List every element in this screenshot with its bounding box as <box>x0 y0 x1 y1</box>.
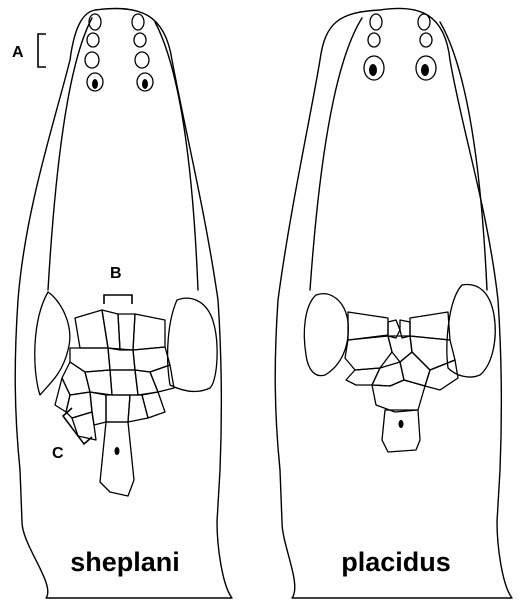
nostril-dot <box>92 79 98 89</box>
snout-scale <box>89 14 101 30</box>
head-outline <box>15 8 232 598</box>
snout-scales <box>85 14 153 91</box>
marker-c: C <box>52 408 92 462</box>
head-plate <box>400 320 410 338</box>
right-eye <box>168 298 218 391</box>
marker-b: B <box>104 265 132 304</box>
right-lateral-line <box>440 22 487 290</box>
head-plate <box>102 310 120 350</box>
head-plate <box>118 314 135 350</box>
marker-b-label: B <box>110 265 122 282</box>
head-plate <box>410 312 450 340</box>
head-plate <box>372 380 425 412</box>
head-sheplani: A B C sheplani <box>12 8 232 598</box>
head-plate <box>66 392 92 418</box>
bracket-b <box>104 295 132 304</box>
head-plate <box>346 368 380 385</box>
head-plate <box>108 348 135 370</box>
species-label-left: sheplani <box>70 547 180 577</box>
head-plate <box>150 365 174 392</box>
head-plate <box>345 336 392 370</box>
head-plate <box>142 392 165 418</box>
head-plates <box>345 312 458 452</box>
parietal-eye-dot <box>115 447 120 455</box>
nostril-dot <box>142 79 148 89</box>
head-plate <box>70 348 110 372</box>
snout-scale <box>370 14 382 30</box>
head-plate <box>388 320 400 338</box>
head-plate <box>110 370 138 395</box>
head-plate <box>425 360 458 390</box>
snout-scale <box>132 14 144 30</box>
head-plate <box>85 370 112 395</box>
species-label-right: placidus <box>341 547 451 577</box>
left-lateral-line <box>310 18 362 290</box>
marker-a-label: A <box>12 44 24 61</box>
head-plate <box>106 395 130 422</box>
head-plate <box>62 362 90 395</box>
snout-scale <box>135 52 149 68</box>
head-placidus: placidus <box>275 8 512 598</box>
parietal-eye-dot <box>399 420 404 428</box>
head-plate <box>382 410 420 452</box>
marker-c-label: C <box>52 445 64 462</box>
right-eye <box>447 284 495 377</box>
bracket-a <box>38 34 46 67</box>
left-eye <box>35 292 70 395</box>
head-plate <box>72 412 96 440</box>
snout-scale <box>134 33 146 47</box>
snout-scale <box>418 14 430 30</box>
snout-scale <box>368 33 380 47</box>
left-eye <box>304 294 348 376</box>
head-plate <box>133 314 165 350</box>
head-plate <box>133 347 170 372</box>
head-plates <box>55 310 174 496</box>
nostril-dot <box>421 64 429 76</box>
head-plate <box>388 336 412 362</box>
snout-scale <box>87 33 99 47</box>
head-plate <box>100 422 134 496</box>
marker-a: A <box>12 34 46 67</box>
snout-scales <box>364 14 436 80</box>
nostril-dot <box>369 64 377 76</box>
head-plate <box>400 352 430 386</box>
head-plate <box>90 392 106 425</box>
snout-scale <box>420 33 432 47</box>
snout-scale <box>85 52 99 68</box>
head-plate <box>348 312 388 340</box>
